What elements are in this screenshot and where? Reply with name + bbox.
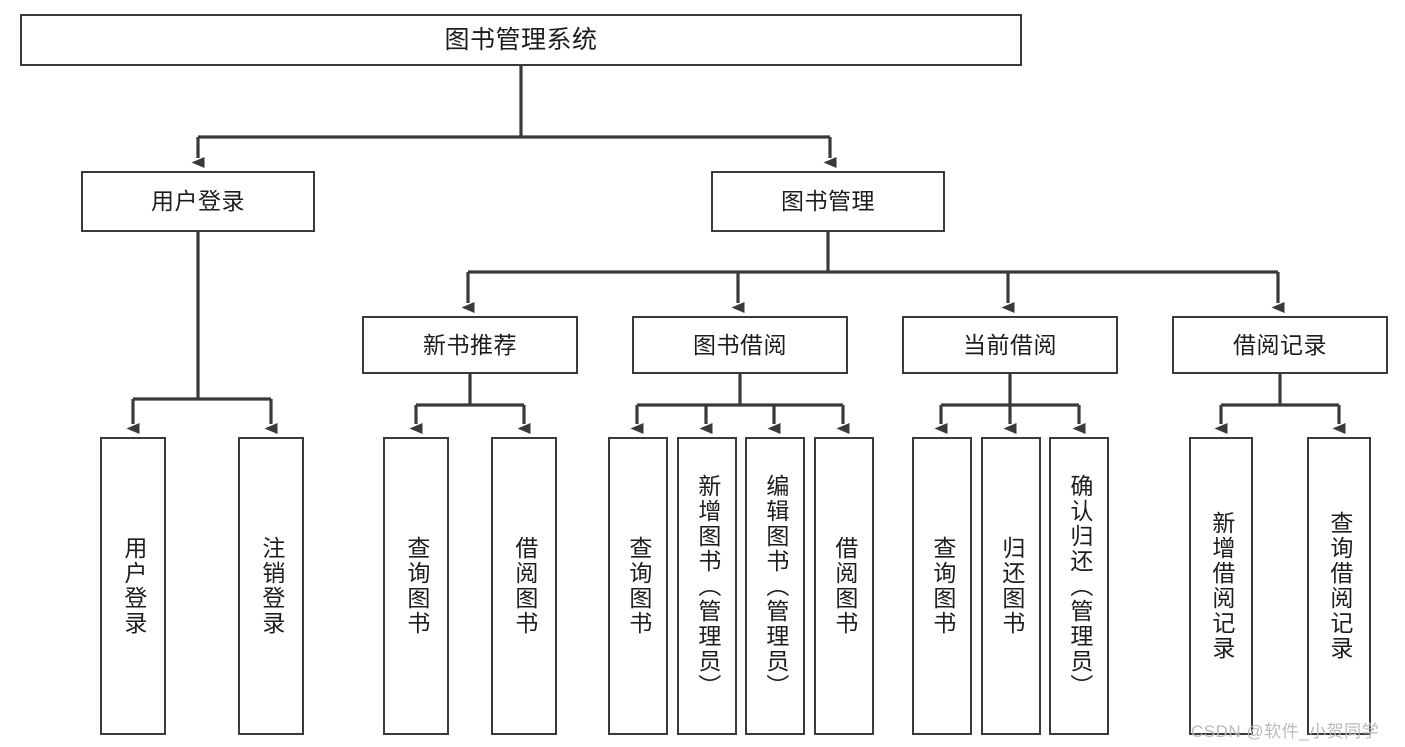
leaf-borrow-add-book-admin[interactable]: 新增图书（管理员）: [677, 437, 737, 735]
node-label: 归还图书: [998, 536, 1025, 636]
node-label: 借阅图书: [511, 536, 538, 636]
node-label: 借阅记录: [1233, 331, 1327, 358]
leaf-record-query-borrow-record[interactable]: 查询借阅记录: [1307, 437, 1371, 735]
node-label: 查询图书: [625, 536, 652, 636]
node-user-login[interactable]: 用户登录: [81, 171, 315, 232]
node-book-borrow[interactable]: 图书借阅: [632, 316, 848, 374]
leaf-borrow-query-book[interactable]: 查询图书: [608, 437, 668, 735]
leaf-current-confirm-return-admin[interactable]: 确认归还（管理员）: [1049, 437, 1109, 735]
node-label: 查询借阅记录: [1326, 511, 1353, 661]
node-borrow-record[interactable]: 借阅记录: [1172, 316, 1388, 374]
node-label: 注销登录: [258, 536, 285, 636]
leaf-user-logout[interactable]: 注销登录: [238, 437, 304, 735]
node-label: 新书推荐: [423, 331, 517, 358]
node-label: 确认归还（管理员）: [1066, 473, 1093, 699]
node-label: 新增借阅记录: [1208, 511, 1235, 661]
leaf-borrow-edit-book-admin[interactable]: 编辑图书（管理员）: [745, 437, 805, 735]
leaf-record-add-borrow-record[interactable]: 新增借阅记录: [1189, 437, 1253, 735]
leaf-recommend-query-book[interactable]: 查询图书: [383, 437, 449, 735]
leaf-borrow-borrow-book[interactable]: 借阅图书: [814, 437, 874, 735]
node-new-book-recommend[interactable]: 新书推荐: [362, 316, 578, 374]
node-label: 当前借阅: [963, 331, 1057, 358]
node-label: 编辑图书（管理员）: [762, 473, 789, 699]
node-label: 查询图书: [929, 536, 956, 636]
node-book-management[interactable]: 图书管理: [711, 171, 945, 232]
leaf-current-query-book[interactable]: 查询图书: [912, 437, 972, 735]
watermark-text: CSDN @软件_小贺同学: [1191, 722, 1380, 741]
node-root-system[interactable]: 图书管理系统: [20, 14, 1022, 66]
node-label: 图书管理: [781, 188, 875, 215]
node-label: 用户登录: [151, 188, 245, 215]
node-label: 图书借阅: [693, 331, 787, 358]
node-label: 图书管理系统: [444, 25, 598, 54]
node-label: 查询图书: [403, 536, 430, 636]
node-current-borrow[interactable]: 当前借阅: [902, 316, 1118, 374]
leaf-user-login[interactable]: 用户登录: [100, 437, 166, 735]
node-label: 用户登录: [120, 536, 147, 636]
leaf-recommend-borrow-book[interactable]: 借阅图书: [491, 437, 557, 735]
node-label: 新增图书（管理员）: [694, 473, 721, 699]
leaf-current-return-book[interactable]: 归还图书: [981, 437, 1041, 735]
node-label: 借阅图书: [831, 536, 858, 636]
